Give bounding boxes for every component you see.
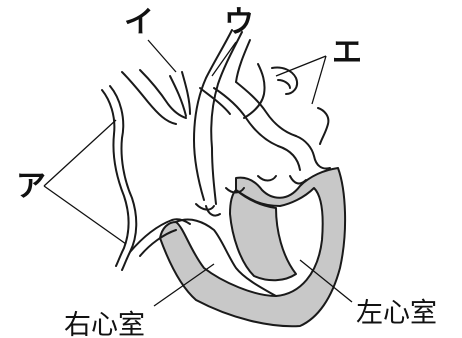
label-a: ア bbox=[16, 169, 46, 204]
label-i: イ bbox=[124, 5, 154, 40]
leader-e-2 bbox=[312, 56, 326, 104]
leader-e-1 bbox=[276, 56, 326, 76]
aorta-arch bbox=[236, 82, 296, 136]
pulmonary-vein-upper-2 bbox=[278, 80, 290, 88]
label-u: ウ bbox=[224, 5, 254, 40]
pulmonary-vein-lower bbox=[318, 108, 328, 144]
leader-a-lower bbox=[44, 186, 126, 244]
leader-i bbox=[148, 40, 176, 72]
label-right-ventricle: 右心室 bbox=[64, 310, 145, 338]
leader-a-upper bbox=[44, 120, 116, 186]
mitral-valve bbox=[258, 176, 306, 183]
label-e: エ bbox=[332, 35, 362, 70]
aorta-outer bbox=[236, 40, 250, 82]
left-atrium-wall-inner bbox=[278, 146, 300, 170]
label-left-ventricle: 左心室 bbox=[356, 298, 437, 329]
tricuspid-valve bbox=[196, 204, 220, 216]
left-atrium-wall bbox=[296, 136, 330, 169]
